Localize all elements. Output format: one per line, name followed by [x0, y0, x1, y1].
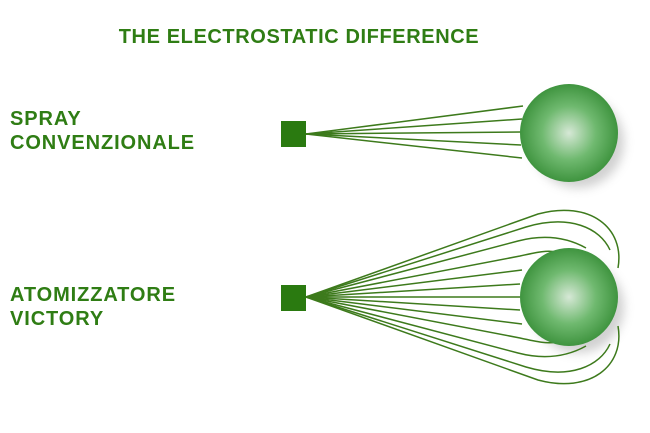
wrap-line — [305, 209, 620, 298]
label-conventional-spray: SPRAY CONVENZIONALE — [10, 107, 195, 155]
wrap-line — [305, 296, 620, 385]
spray-nozzle-icon — [281, 121, 306, 147]
spray-line — [305, 118, 523, 135]
spray-line — [305, 269, 523, 298]
spray-line — [305, 296, 521, 311]
target-sphere — [520, 248, 618, 346]
spray-line — [305, 283, 521, 298]
wrap-line — [305, 221, 611, 298]
label-victory-atomizer: ATOMIZZATORE VICTORY — [10, 283, 176, 331]
wrap-line — [305, 296, 611, 373]
spray-line — [305, 296, 523, 325]
spray-lines — [305, 105, 524, 159]
label-line: ATOMIZZATORE — [10, 284, 176, 306]
victory-atomizer-group — [281, 209, 624, 385]
target-sphere — [520, 84, 618, 182]
spray-line — [305, 133, 523, 159]
label-line: CONVENZIONALE — [10, 132, 196, 154]
label-line: VICTORY — [10, 308, 105, 330]
conventional-spray-group — [281, 84, 624, 188]
wrap-line — [305, 296, 587, 358]
spray-line — [305, 131, 522, 135]
electrostatic-spray-lines — [305, 209, 620, 385]
diagram-title: THE ELECTROSTATIC DIFFERENCE — [118, 26, 480, 48]
spray-line — [305, 105, 524, 135]
spray-line — [305, 133, 522, 146]
atomizer-nozzle-icon — [281, 285, 306, 311]
wrap-line — [305, 236, 587, 298]
label-line: SPRAY — [10, 108, 82, 130]
